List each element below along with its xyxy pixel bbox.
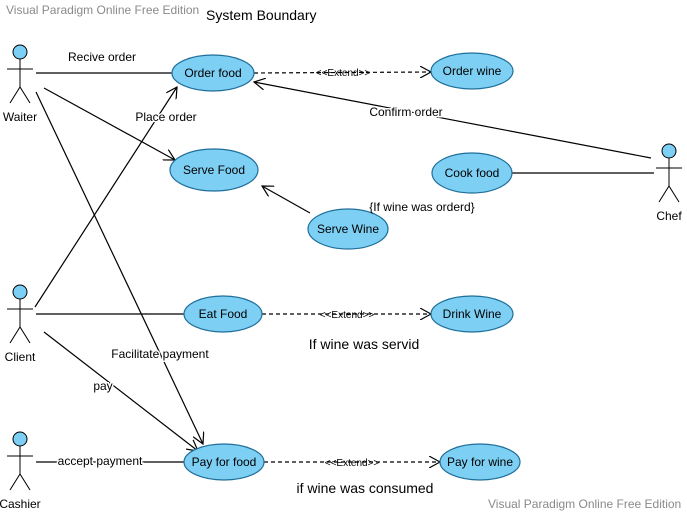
usecase-label: Order wine <box>443 64 502 78</box>
usecase-label: Pay for wine <box>447 455 513 469</box>
actor-right-leg <box>668 185 680 203</box>
actor-name: Cashier <box>0 497 41 511</box>
actor-right-leg <box>19 326 31 344</box>
actor-left-leg <box>9 86 21 104</box>
usecase-order-wine[interactable]: Order wine <box>430 52 514 90</box>
usecase-serve-wine[interactable]: Serve Wine <box>307 208 389 250</box>
watermark-top: Visual Paradigm Online Free Edition <box>6 3 200 17</box>
usecase-pay-for-food[interactable]: Pay for food <box>183 443 265 481</box>
actor-name: Chef <box>656 209 682 223</box>
actor-head <box>12 431 28 447</box>
relation-waiter-serve <box>43 87 175 160</box>
relation-wine-to-food <box>262 186 311 214</box>
actor-client[interactable]: Client <box>5 284 36 364</box>
usecase-ellipse <box>430 52 514 90</box>
actor-waiter[interactable]: Waiter <box>3 44 37 124</box>
relation-place-order <box>34 87 177 308</box>
relation-label-confirm-order: Confirm order <box>369 105 442 119</box>
usecase-label: Serve Wine <box>317 222 379 236</box>
relation-label-accept-payment: accept payment <box>58 454 143 468</box>
extend-stereotype: <<Extend>> <box>325 458 380 469</box>
usecase-label: Pay for food <box>192 455 257 469</box>
actor-right-leg <box>19 473 31 491</box>
actor-name: Waiter <box>3 110 37 124</box>
actor-left-leg <box>9 326 21 344</box>
actor-head <box>12 44 28 60</box>
actor-head <box>661 143 677 159</box>
condition-note-if-wine-orderd: {If wine was orderd} <box>369 200 474 214</box>
usecase-ellipse <box>307 208 389 250</box>
usecase-label: Drink Wine <box>443 307 502 321</box>
relation-label-pay: pay <box>93 379 112 393</box>
usecase-eat-food[interactable]: Eat Food <box>183 295 263 333</box>
actor-cashier[interactable]: Cashier <box>0 431 41 511</box>
relation-extend-order <box>253 72 431 73</box>
usecase-ellipse <box>439 443 521 481</box>
extend-stereotype: <<Extend>> <box>320 310 375 321</box>
system-boundary-label: System Boundary <box>206 7 317 23</box>
actor-left-leg <box>9 473 21 491</box>
usecase-label: Serve Food <box>183 163 245 177</box>
relation-label-place-order: Place order <box>135 110 196 124</box>
usecase-serve-food[interactable]: Serve Food <box>169 148 259 192</box>
usecase-ellipse <box>431 152 513 194</box>
relation-facilitate-payment <box>35 91 203 444</box>
actor-left-leg <box>658 185 670 203</box>
usecase-label: Eat Food <box>199 307 248 321</box>
usecase-ellipse <box>183 295 263 333</box>
usecase-drink-wine[interactable]: Drink Wine <box>430 295 514 333</box>
relation-pay <box>43 331 198 451</box>
relation-label-facilitate-payment: Facilitate payment <box>111 347 209 361</box>
actor-head <box>12 284 28 300</box>
usecase-ellipse <box>171 54 255 92</box>
usecase-order-food[interactable]: Order food <box>171 54 255 92</box>
actor-right-leg <box>19 86 31 104</box>
usecase-label: Order food <box>184 66 241 80</box>
usecase-ellipse <box>183 443 265 481</box>
usecase-pay-for-wine[interactable]: Pay for wine <box>439 443 521 481</box>
relation-confirm-order <box>254 82 652 159</box>
relation-label-recive-order: Recive order <box>68 50 136 64</box>
usecase-cook-food[interactable]: Cook food <box>431 152 513 194</box>
usecase-ellipse <box>169 148 259 192</box>
actor-name: Client <box>5 350 36 364</box>
condition-note-if-wine-servid: If wine was servid <box>309 336 419 352</box>
condition-note-if-wine-consumed: if wine was consumed <box>297 480 434 496</box>
watermark-bottom: Visual Paradigm Online Free Edition <box>488 497 682 511</box>
usecase-ellipse <box>430 295 514 333</box>
usecase-label: Cook food <box>445 166 500 180</box>
actor-chef[interactable]: Chef <box>656 143 682 223</box>
extend-stereotype: <<Extend>> <box>316 68 371 79</box>
